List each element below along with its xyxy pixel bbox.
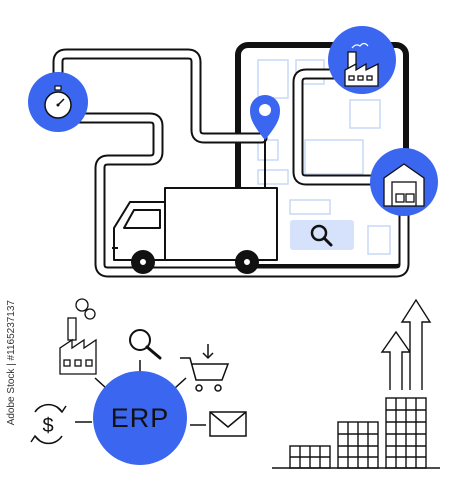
growth-chart-icon [272, 298, 440, 469]
erp-badge [93, 371, 187, 465]
truck-icon [112, 187, 278, 274]
erp-label: ERP [110, 402, 170, 433]
warehouse-icon [370, 148, 438, 216]
cart-icon [180, 344, 230, 392]
factory-icon [328, 26, 396, 94]
magnifier-icon [129, 329, 162, 360]
erp-cluster [75, 360, 206, 465]
currency-symbol: $ [42, 415, 53, 437]
factory-outline-icon [59, 298, 97, 375]
search-icon [290, 220, 354, 250]
envelope-icon [209, 411, 247, 437]
dollar-cycle-icon [30, 403, 67, 445]
stock-watermark: Adobe Stock | #1165237137 [6, 300, 17, 426]
stopwatch-icon [28, 72, 88, 132]
map-pin-icon [250, 95, 280, 188]
